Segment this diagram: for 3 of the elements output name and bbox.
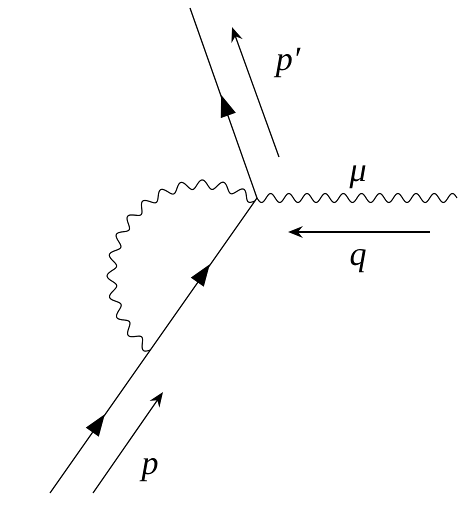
momentum-label: q xyxy=(350,238,366,272)
index-label: μ xyxy=(349,154,367,188)
momentum-label: p′ xyxy=(276,43,300,77)
